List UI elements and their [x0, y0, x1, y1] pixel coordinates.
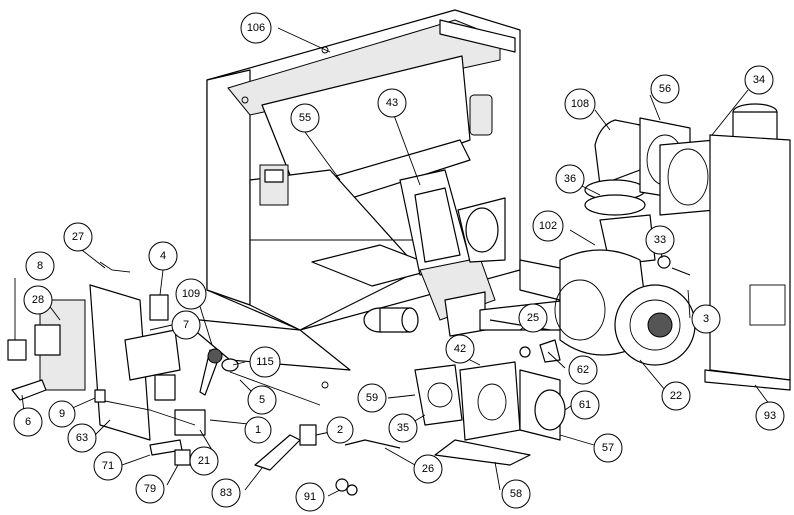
callout-label: 22	[670, 390, 682, 402]
callout-c9: 9	[48, 400, 76, 428]
callout-label: 79	[144, 483, 156, 495]
callout-label: 36	[564, 173, 576, 185]
callout-label: 28	[32, 294, 44, 306]
callout-c21: 21	[189, 446, 219, 476]
combustion-fan-assembly	[554, 117, 716, 366]
callout-label: 57	[602, 442, 614, 454]
callout-label: 25	[527, 312, 539, 324]
callout-label: 61	[579, 399, 591, 411]
callout-label: 27	[72, 231, 84, 243]
callout-c71: 71	[93, 451, 123, 481]
callout-c33: 33	[645, 225, 675, 255]
callout-c3: 3	[691, 304, 721, 334]
lower-brackets-assembly	[254, 319, 566, 496]
callout-label: 26	[422, 463, 434, 475]
callout-c2: 2	[326, 416, 354, 444]
callout-label: 43	[386, 97, 398, 109]
control-board-assembly	[7, 261, 321, 466]
callout-c83: 83	[211, 478, 241, 508]
callout-label: 56	[659, 83, 671, 95]
callout-label: 35	[397, 422, 409, 434]
callout-c42: 42	[445, 334, 475, 364]
callout-c57: 57	[593, 433, 623, 463]
callout-c115: 115	[249, 346, 281, 378]
callout-c63: 63	[67, 423, 97, 453]
callout-label: 8	[37, 260, 43, 272]
callout-c61: 61	[570, 390, 600, 420]
callout-label: 63	[76, 432, 88, 444]
callout-label: 93	[764, 410, 776, 422]
callout-c34: 34	[744, 65, 774, 95]
callout-label: 83	[220, 487, 232, 499]
callout-c102: 102	[532, 210, 564, 242]
callout-c106: 106	[240, 12, 272, 44]
callout-c36: 36	[555, 164, 585, 194]
callout-label: 42	[454, 343, 466, 355]
callout-label: 4	[160, 250, 166, 262]
callout-label: 5	[259, 394, 265, 406]
callout-c79: 79	[135, 474, 165, 504]
callout-label: 9	[59, 408, 65, 420]
callout-label: 33	[654, 234, 666, 246]
callout-c1: 1	[244, 416, 272, 444]
callout-c22: 22	[661, 381, 691, 411]
callout-c26: 26	[413, 454, 443, 484]
callout-c59: 59	[357, 383, 387, 413]
callout-c58: 58	[501, 479, 531, 509]
callout-c56: 56	[650, 74, 680, 104]
leader-lines	[14, 27, 771, 497]
callout-c93: 93	[755, 401, 785, 431]
callout-label: 115	[256, 356, 274, 368]
callout-c43: 43	[377, 88, 407, 118]
callout-c8: 8	[25, 251, 55, 281]
callout-c7: 7	[171, 310, 201, 340]
callout-c109: 109	[175, 278, 207, 310]
callout-label: 91	[304, 491, 316, 503]
flue-housing-assembly	[704, 103, 791, 391]
callout-c62: 62	[568, 355, 598, 385]
callout-c4: 4	[148, 241, 178, 271]
main-cabinet-assembly	[179, 9, 571, 389]
callout-c35: 35	[388, 413, 418, 443]
callout-label: 2	[337, 424, 343, 436]
callout-label: 58	[510, 488, 522, 500]
callout-c27: 27	[63, 222, 93, 252]
callout-c55: 55	[290, 103, 320, 133]
callout-c6: 6	[13, 407, 43, 437]
callout-c5: 5	[247, 385, 277, 415]
callout-label: 59	[366, 392, 378, 404]
callout-label: 21	[198, 455, 210, 467]
callout-label: 1	[255, 424, 261, 436]
callout-c108: 108	[564, 88, 596, 120]
callout-c25: 25	[518, 303, 548, 333]
callout-label: 34	[753, 74, 765, 86]
callout-label: 3	[703, 313, 709, 325]
callout-label: 62	[577, 364, 589, 376]
callout-label: 102	[539, 220, 557, 232]
callout-label: 71	[102, 460, 114, 472]
callout-label: 108	[571, 98, 589, 110]
callout-c91: 91	[295, 482, 325, 512]
callout-label: 6	[25, 416, 31, 428]
callout-label: 109	[182, 288, 200, 300]
callout-label: 55	[299, 112, 311, 124]
callout-label: 7	[183, 319, 189, 331]
callout-label: 106	[247, 22, 265, 34]
callout-c28: 28	[23, 285, 53, 315]
